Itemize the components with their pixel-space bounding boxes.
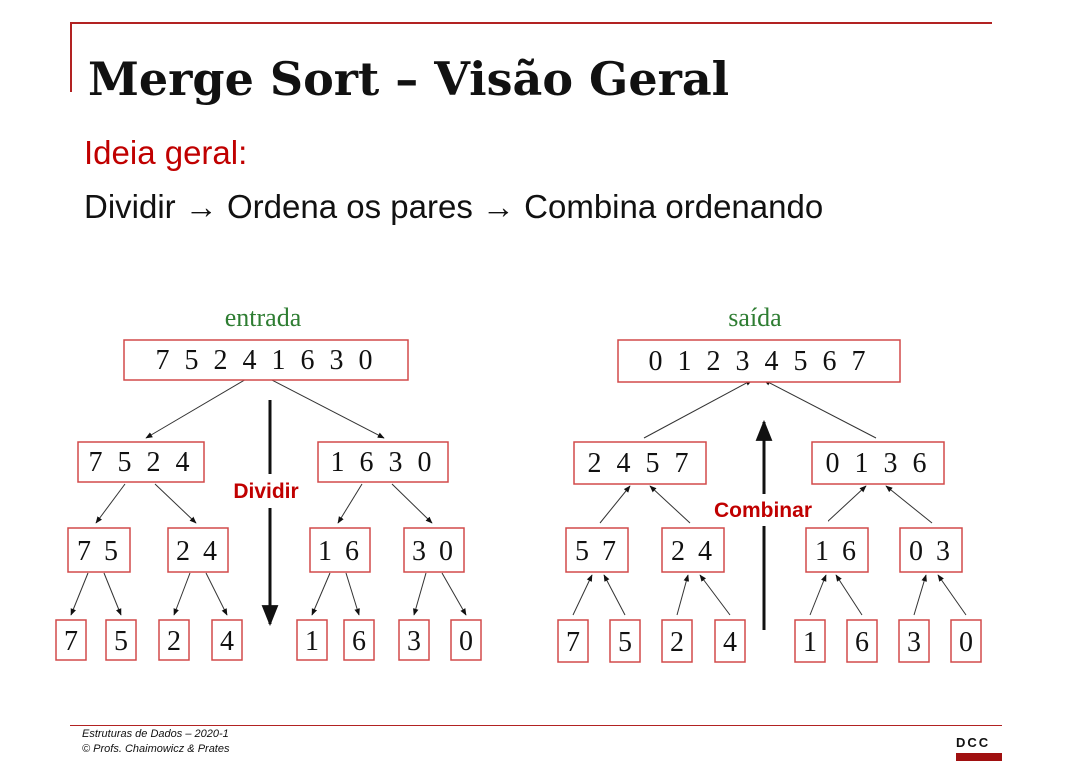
right-box-l1-0 <box>573 441 707 485</box>
right-leaf-1 <box>609 619 641 663</box>
left-leaf-7 <box>450 619 482 661</box>
right-leaf-1-label: 5 <box>618 627 632 658</box>
merge-sort-diagram: entrada saída 7 5 2 4 1 6 3 0 7 5 2 4 1 … <box>55 303 982 663</box>
left-tree-edges <box>70 377 467 616</box>
right-box-l2-1 <box>661 527 725 573</box>
dividir-label-bg <box>216 474 316 508</box>
left-leaf-7-label: 0 <box>459 626 473 657</box>
right-box-l2-1-label: 2 4 <box>671 536 715 567</box>
right-box-l2-3-label: 0 3 <box>909 536 953 567</box>
left-box-l2-2 <box>309 527 371 573</box>
left-box-l1-0-label: 7 5 2 4 <box>89 447 194 478</box>
right-box-l1-0-label: 2 4 5 7 <box>588 448 693 479</box>
right-level-2: 5 7 2 4 1 6 0 3 <box>565 527 963 573</box>
left-leaf-0-label: 7 <box>64 626 78 657</box>
left-leaf-5-label: 6 <box>352 626 366 657</box>
left-leaf-5 <box>343 619 375 661</box>
right-leaf-0 <box>557 619 589 663</box>
left-leaf-2-label: 2 <box>167 626 181 657</box>
left-level-2: 7 5 2 4 1 6 3 0 <box>67 527 465 573</box>
saida-caption: saída <box>728 303 782 332</box>
right-leaf-6 <box>898 619 930 663</box>
left-box-l2-0 <box>67 527 131 573</box>
slide-title: Merge Sort – Visão Geral <box>88 52 730 106</box>
left-leaf-0 <box>55 619 87 661</box>
right-level-0: 0 1 2 3 4 5 6 7 <box>617 339 901 383</box>
right-leaf-2 <box>661 619 693 663</box>
slide-text-line: Dividir → Ordena os pares → Combina orde… <box>84 188 824 225</box>
footer-line <box>70 725 1002 726</box>
dcc-logo: DCC <box>956 735 991 750</box>
left-box-l1-1-label: 1 6 3 0 <box>331 447 436 478</box>
slide-subtitle: Ideia geral: <box>84 134 248 171</box>
right-box-l2-0 <box>565 527 629 573</box>
left-leaf-1 <box>105 619 137 661</box>
right-leaf-2-label: 2 <box>670 627 684 658</box>
right-leaf-4 <box>794 619 826 663</box>
left-box-l2-1 <box>167 527 229 573</box>
right-leaf-7-label: 0 <box>959 627 973 658</box>
dividir-label: Dividir <box>233 480 298 503</box>
right-leaf-7 <box>950 619 982 663</box>
right-box-root-label: 0 1 2 3 4 5 6 7 <box>649 346 870 377</box>
left-leaf-6-label: 3 <box>407 626 421 657</box>
right-tree-edges <box>572 379 967 616</box>
left-box-root <box>123 339 409 381</box>
left-box-l2-3-label: 3 0 <box>412 536 456 567</box>
left-leaf-3 <box>211 619 243 661</box>
right-level-1: 2 4 5 7 0 1 3 6 <box>573 441 945 485</box>
combinar-label-bg <box>698 494 828 526</box>
right-box-l2-3 <box>899 527 963 573</box>
footer-course: Estruturas de Dados – 2020-1 <box>82 728 229 740</box>
right-box-l1-1-label: 0 1 3 6 <box>826 448 931 479</box>
footer-authors: © Profs. Chaimowicz & Prates <box>82 743 230 755</box>
left-leaf-1-label: 5 <box>114 626 128 657</box>
left-box-l1-0 <box>77 441 205 483</box>
right-level-3: 7 5 2 4 1 6 3 0 <box>557 619 982 663</box>
right-leaf-3-label: 4 <box>723 627 737 658</box>
right-leaf-4-label: 1 <box>803 627 817 658</box>
left-leaf-4 <box>296 619 328 661</box>
right-box-l2-2 <box>805 527 869 573</box>
top-accent-line <box>70 22 992 24</box>
right-box-root <box>617 339 901 383</box>
right-box-l2-0-label: 5 7 <box>575 536 619 567</box>
left-box-l2-0-label: 7 5 <box>77 536 121 567</box>
right-box-l2-2-label: 1 6 <box>815 536 859 567</box>
left-box-l2-3 <box>403 527 465 573</box>
dcc-logo-bar <box>956 753 1002 761</box>
left-leaf-4-label: 1 <box>305 626 319 657</box>
left-level-3: 7 5 2 4 1 6 3 0 <box>55 619 482 661</box>
left-accent-line <box>70 22 72 92</box>
left-leaf-2 <box>158 619 190 661</box>
right-box-l1-1 <box>811 441 945 485</box>
right-leaf-6-label: 3 <box>907 627 921 658</box>
left-level-0: 7 5 2 4 1 6 3 0 <box>123 339 409 381</box>
right-leaf-5-label: 6 <box>855 627 869 658</box>
left-box-l1-1 <box>317 441 449 483</box>
left-box-l2-1-label: 2 4 <box>176 536 220 567</box>
combinar-label: Combinar <box>714 499 812 522</box>
right-leaf-0-label: 7 <box>566 627 580 658</box>
left-box-l2-2-label: 1 6 <box>318 536 362 567</box>
left-box-root-label: 7 5 2 4 1 6 3 0 <box>156 345 377 376</box>
left-level-1: 7 5 2 4 1 6 3 0 <box>77 441 449 483</box>
right-leaf-3 <box>714 619 746 663</box>
entrada-caption: entrada <box>225 303 302 332</box>
left-leaf-3-label: 4 <box>220 626 234 657</box>
left-leaf-6 <box>398 619 430 661</box>
right-leaf-5 <box>846 619 878 663</box>
